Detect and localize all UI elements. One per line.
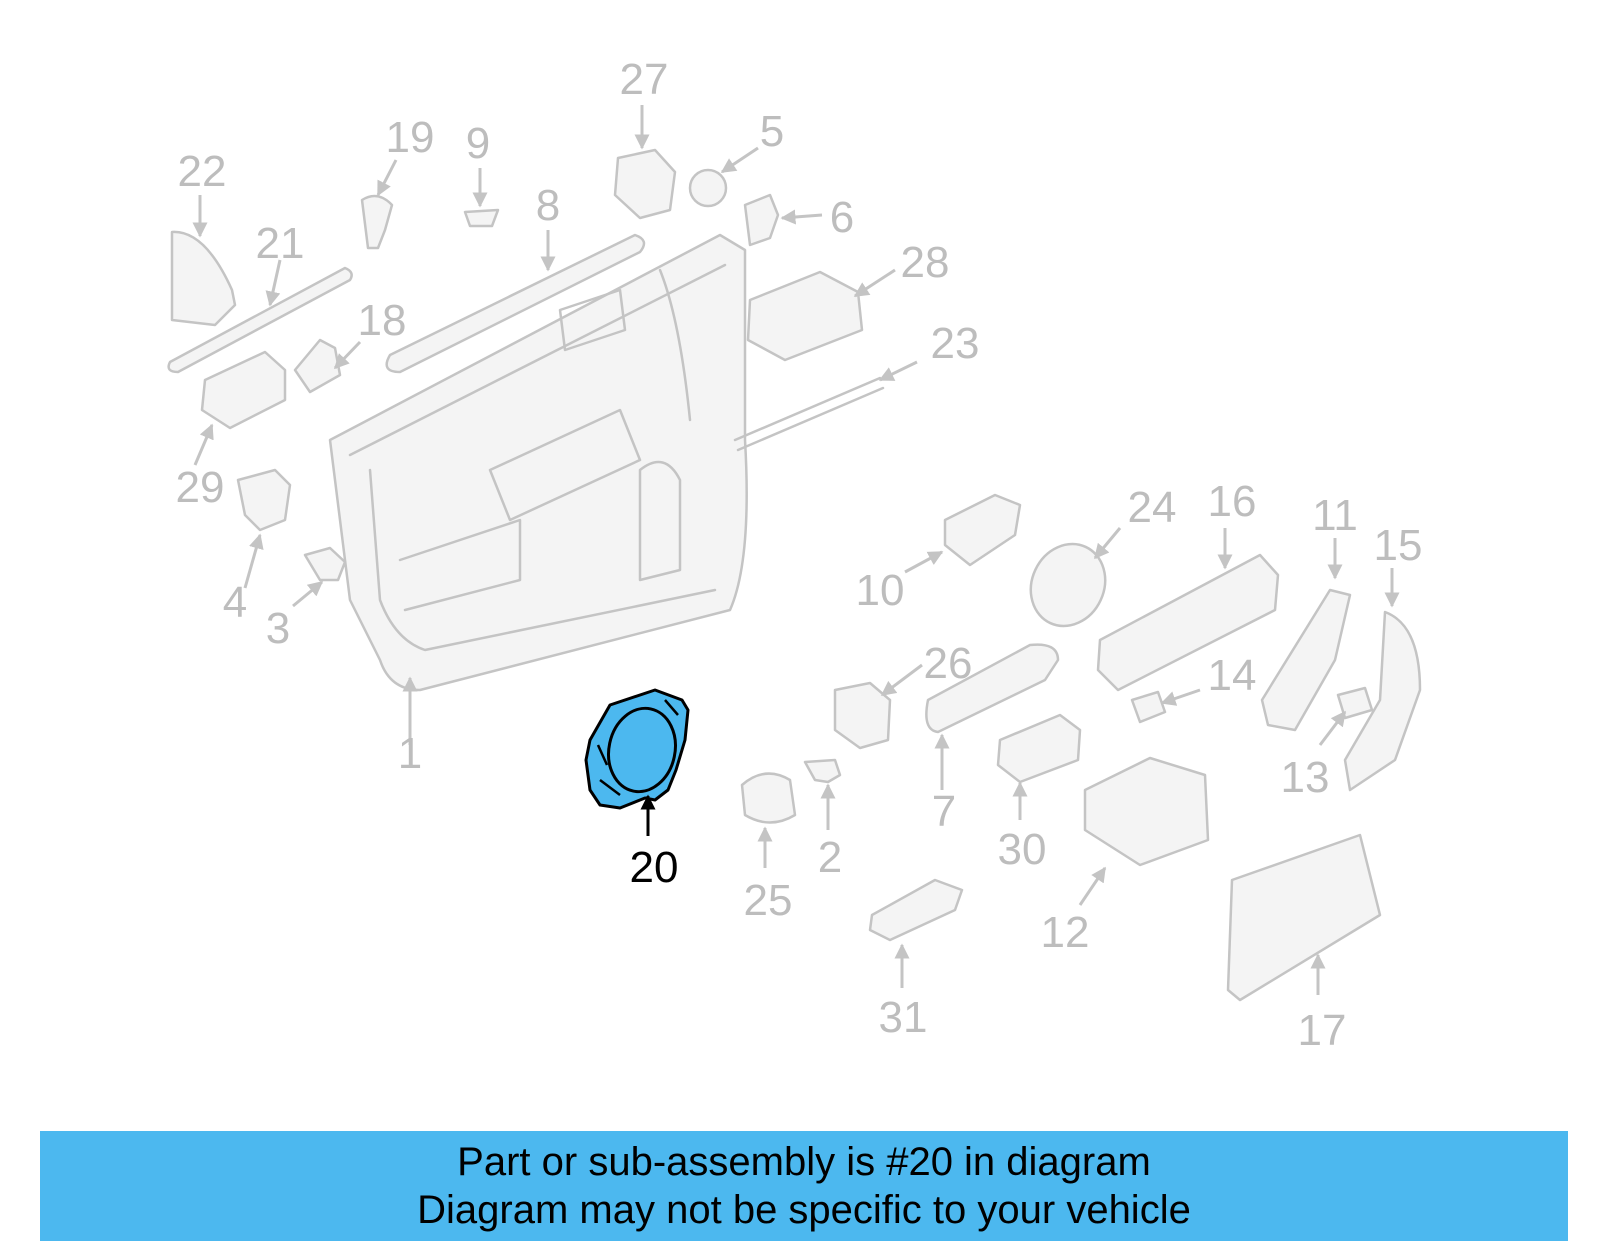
callout-6[interactable]: 6: [830, 193, 854, 242]
callout-18[interactable]: 18: [358, 296, 407, 345]
part-28-switch-panel: [746, 270, 864, 362]
callout-24[interactable]: 24: [1128, 483, 1177, 532]
part-3-plug: [303, 546, 347, 582]
callout-7[interactable]: 7: [932, 787, 956, 836]
callout-11[interactable]: 11: [1312, 491, 1358, 540]
part-12-console-bin: [1083, 756, 1210, 867]
callout-1[interactable]: 1: [398, 729, 422, 778]
part-6-bracket: [743, 193, 780, 247]
callout-5[interactable]: 5: [760, 107, 784, 156]
part-10-bracket: [943, 493, 1022, 567]
part-16-console-panel: [1096, 553, 1280, 692]
callout-28[interactable]: 28: [901, 238, 950, 287]
callout-30[interactable]: 30: [998, 825, 1047, 874]
callout-2[interactable]: 2: [818, 833, 842, 882]
callout-12[interactable]: 12: [1041, 908, 1090, 957]
part-7-trim-strip: [925, 643, 1060, 734]
callout-14[interactable]: 14: [1208, 651, 1257, 700]
part-30-handle: [996, 713, 1082, 784]
part-31-bezel: [868, 878, 964, 942]
part-18-clip: [293, 338, 342, 394]
callout-27[interactable]: 27: [620, 55, 669, 104]
callout-21[interactable]: 21: [256, 219, 305, 268]
callout-labels: 1 2 3 4 5 6 7 8 9 10 11 12 13 14 15 16 1…: [176, 55, 1423, 1055]
callout-22[interactable]: 22: [178, 147, 227, 196]
banner-line-part-number: Part or sub-assembly is #20 in diagram: [457, 1140, 1151, 1184]
part-26-switch: [833, 681, 892, 750]
callout-4[interactable]: 4: [223, 578, 247, 627]
part-11-pillar: [1260, 588, 1352, 732]
part-23-strip: [733, 376, 885, 452]
part-24-ring: [1029, 542, 1107, 628]
part-20-speaker-bracket[interactable]: [584, 688, 690, 810]
callout-17[interactable]: 17: [1298, 1006, 1347, 1055]
part-2-screw: [803, 758, 842, 784]
part-14-switch: [1130, 690, 1167, 724]
part-22-trim: [170, 230, 237, 327]
part-9-clip: [463, 208, 500, 228]
part-8-top-trim: [385, 233, 646, 374]
part-25-knob: [740, 772, 797, 824]
part-15-trim: [1343, 610, 1422, 792]
callout-8[interactable]: 8: [536, 181, 560, 230]
callout-13[interactable]: 13: [1281, 753, 1330, 802]
part-4-clip: [236, 468, 292, 532]
callout-3[interactable]: 3: [266, 604, 290, 653]
callout-16[interactable]: 16: [1208, 477, 1257, 526]
callout-10[interactable]: 10: [856, 566, 905, 615]
part-21-strip: [167, 266, 353, 374]
part-29-switch: [200, 350, 287, 430]
callout-31[interactable]: 31: [879, 993, 928, 1042]
part-5-ring: [688, 168, 728, 208]
callout-19[interactable]: 19: [386, 113, 435, 162]
part-27-switch: [613, 148, 677, 220]
callout-25[interactable]: 25: [744, 876, 793, 925]
callout-20[interactable]: 20: [630, 843, 679, 892]
part-17-trim-panel: [1226, 833, 1382, 1002]
callout-9[interactable]: 9: [466, 119, 490, 168]
info-banner: Part or sub-assembly is #20 in diagram D…: [40, 1131, 1568, 1241]
banner-line-disclaimer: Diagram may not be specific to your vehi…: [417, 1188, 1191, 1232]
callout-23[interactable]: 23: [931, 319, 980, 368]
part-13-switch: [1336, 686, 1374, 720]
part-19-clip: [360, 194, 394, 250]
callout-15[interactable]: 15: [1374, 521, 1423, 570]
callout-arrows: [192, 105, 1400, 995]
callout-29[interactable]: 29: [176, 463, 225, 512]
callout-26[interactable]: 26: [924, 639, 973, 688]
